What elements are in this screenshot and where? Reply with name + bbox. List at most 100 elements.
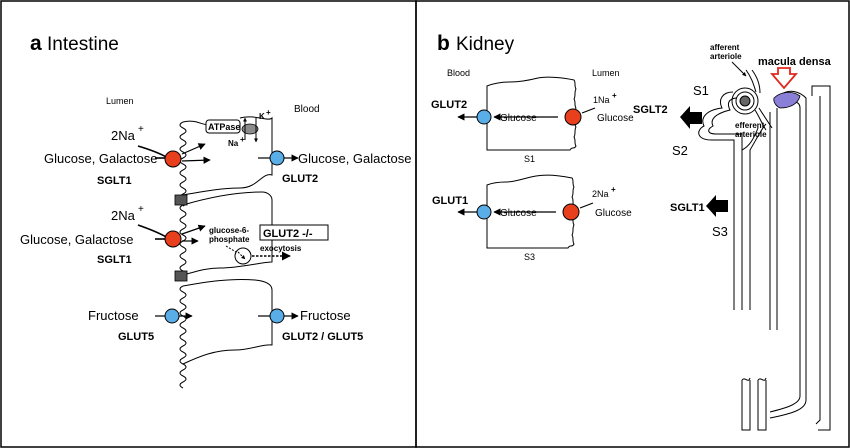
proximal-tubule-outer [698, 91, 735, 310]
s1-cell-outline [486, 76, 577, 151]
na-s3-arrow [579, 202, 594, 209]
glucose-s1-lumen-label: Glucose [597, 113, 634, 124]
panel-b-frame [415, 0, 850, 448]
cell-3-apical-membrane [179, 285, 187, 389]
afferent-label-1: afferent [710, 43, 740, 52]
glut2-b-transporter [476, 109, 492, 125]
sglt1-out-arrow-2a [181, 224, 206, 235]
na-s1-arrow [581, 107, 596, 114]
g6p-to-vesicle-arrow [225, 245, 237, 253]
sglt1-transporter-2 [164, 230, 182, 248]
efferent-label-1: efferent [735, 121, 765, 130]
proximal-tubule-inner [708, 97, 743, 310]
glut2-transporter-1 [269, 150, 285, 166]
lower-collecting-duct [769, 395, 807, 419]
lumen-label: Lumen [106, 96, 134, 106]
glut2-ko-label: GLUT2 -/- [263, 228, 313, 240]
glucose6p-label-2: phosphate [209, 235, 250, 244]
two-na-plus-b: + [611, 185, 616, 194]
s3-cell-label: S3 [524, 252, 535, 262]
descending-limb-2 [749, 123, 767, 310]
glucose-galactose-left-2: Glucose, Galactose [20, 232, 133, 247]
blood-label-b: Blood [447, 68, 470, 78]
glucose-s3-lumen-label: Glucose [595, 208, 632, 219]
sglt1-out-arrow-1a [181, 143, 206, 155]
s2-segment-label: S2 [672, 143, 688, 158]
atpase-pump: ATPase K + Na + [205, 108, 271, 148]
s1-segment-label: S1 [693, 83, 709, 98]
sglt2-label: SGLT2 [633, 104, 668, 116]
na-label: Na [228, 139, 239, 148]
lumen-label-b: Lumen [592, 68, 620, 78]
panel-a-frame [0, 0, 417, 448]
s3-segment-label: S3 [712, 224, 728, 239]
cell-3-outline [182, 278, 273, 365]
sglt2-b-transporter [564, 108, 582, 126]
s1-cell-label: S1 [524, 154, 535, 164]
sglt1-b-transporter [562, 203, 580, 221]
panel-b-letter: b [437, 32, 450, 55]
descending-limb-1 [741, 127, 759, 151]
blood-label: Blood [294, 104, 320, 115]
glut2-label-b: GLUT2 [431, 99, 467, 111]
glut5-label: GLUT5 [118, 331, 154, 343]
k-plus: + [266, 108, 271, 117]
sglt1-kidney-label: SGLT1 [670, 202, 705, 214]
panel-a-title: Intestine [47, 34, 119, 55]
afferent-label-2: arteriole [710, 52, 742, 61]
glut2-glut5-transporter [269, 308, 285, 324]
panel-b: b Kidney Blood Lumen S1 GLUT2 Glucose 1N… [431, 32, 832, 431]
na-arrow-2 [137, 224, 169, 239]
lower-tubule-left [741, 377, 751, 431]
atpase-box [205, 119, 241, 134]
glucose-galactose-right-1: Glucose, Galactose [298, 151, 411, 166]
cell-2-outline [182, 191, 273, 276]
macula-densa-label: macula densa [758, 56, 832, 68]
glucose-s3-in-label: Glucose [500, 208, 537, 219]
k-label: K [259, 112, 265, 121]
two-na-label-2: 2Na [111, 208, 136, 223]
sglt1-arrow-icon [706, 195, 728, 217]
glucose-s1-in-label: Glucose [500, 113, 537, 124]
sglt1-out-arrow-1b [181, 156, 211, 164]
efferent-label-2: arteriole [735, 130, 767, 139]
tight-junction-1 [174, 194, 188, 206]
sglt1-label-1: SGLT1 [97, 175, 132, 187]
glut5-transporter [164, 308, 180, 324]
glut1-label-b: GLUT1 [432, 195, 468, 207]
sglt1-transporter-1 [164, 150, 182, 168]
atpase-pump-icon [241, 123, 259, 135]
glut2-glut5-label: GLUT2 / GLUT5 [282, 331, 363, 343]
two-na-plus-2: + [138, 204, 144, 215]
panel-b-title: Kidney [456, 34, 515, 55]
cell-1-apical-membrane [179, 121, 187, 207]
macula-densa-pointer-icon [770, 67, 798, 90]
efferent-arteriole [754, 107, 773, 131]
macula-densa-icon [773, 92, 801, 109]
atpase-label: ATPase [208, 122, 240, 132]
fructose-left-label: Fructose [88, 308, 139, 323]
s3-cell-outline [486, 174, 575, 249]
panel-a-letter: a [30, 32, 42, 55]
two-na-plus-1: + [138, 124, 144, 135]
glut2-label-1: GLUT2 [282, 173, 318, 185]
glomerulus-inner-2 [739, 95, 751, 107]
afferent-pointer [731, 61, 747, 77]
collecting-duct [811, 85, 831, 431]
one-na-label: 1Na [593, 95, 610, 105]
glut2-ko-box [259, 224, 329, 241]
glucose-galactose-left-1: Glucose, Galactose [44, 151, 157, 166]
two-na-label-b: 2Na [592, 189, 609, 199]
one-na-plus: + [612, 91, 617, 100]
distal-tubule [779, 90, 807, 400]
glut1-transporter [476, 204, 492, 220]
nephron [698, 69, 831, 431]
exocytosis-vesicle-icon [234, 247, 252, 265]
two-na-label-1: 2Na [111, 128, 136, 143]
afferent-arteriole [745, 69, 761, 94]
lower-tubule-right [757, 377, 767, 431]
tight-junction-2 [174, 270, 188, 282]
glucose6p-label-1: glucose-6- [209, 226, 249, 235]
exocytosis-inner-arrow [237, 251, 246, 260]
